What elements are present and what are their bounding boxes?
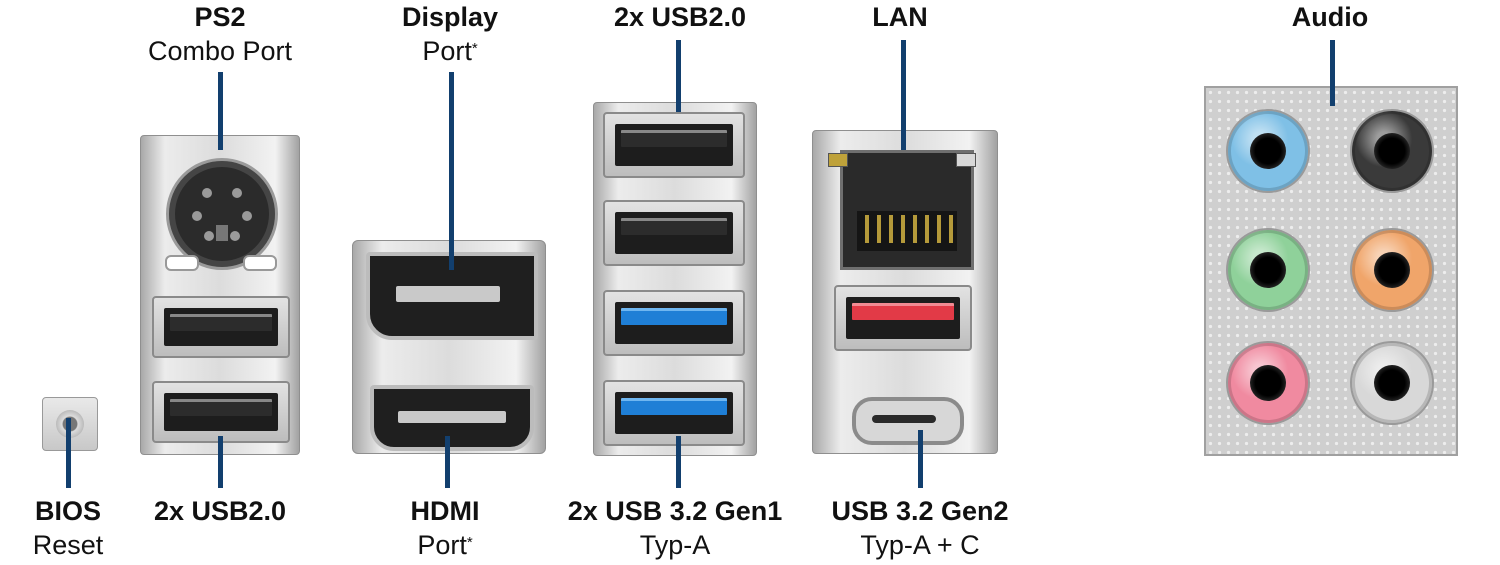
usb32g1-port-1-mouth: [615, 302, 733, 344]
rj45-contacts-icon: [857, 211, 957, 251]
ps2-pins-icon: [192, 188, 252, 241]
usb32g1-label: 2x USB 3.2 Gen1 Typ-A: [555, 494, 795, 562]
usb32g2-subtitle: Typ-A + C: [860, 530, 980, 560]
audio-jack-pink-hole: [1250, 365, 1286, 401]
usb32g2-typec-port[interactable]: [852, 397, 964, 445]
audio-jack-blue[interactable]: [1228, 111, 1308, 191]
usb32g1-port-2-tongue: [621, 398, 727, 415]
usb2-bottom-label: 2x USB2.0: [120, 494, 320, 528]
audio-jack-orange[interactable]: [1352, 230, 1432, 310]
lan-led-right: [956, 153, 976, 167]
audio-jack-gray[interactable]: [1352, 343, 1432, 423]
displayport-footnote-mark: *: [471, 40, 478, 57]
displayport-subtitle: Port*: [422, 36, 478, 66]
ps2-port: [166, 158, 278, 270]
usb32g1-leader-line: [676, 436, 681, 488]
hdmi-footnote-mark: *: [466, 534, 473, 551]
usb32g1-port-1-tongue: [621, 308, 727, 325]
usb32g2-title: USB 3.2 Gen2: [831, 496, 1009, 526]
usb2-port-upper[interactable]: [152, 296, 290, 358]
usb2-top-leader-line: [676, 40, 681, 112]
audio-jack-orange-hole: [1374, 252, 1410, 288]
usb2-top-port-2[interactable]: [603, 200, 745, 266]
hdmi-subtitle: Port*: [417, 530, 473, 560]
ps2-title: PS2: [194, 2, 246, 32]
displayport-label: Display Port*: [350, 0, 550, 68]
bios-leader-line: [66, 418, 71, 488]
usb32g2-leader-line: [918, 430, 923, 488]
hdmi-label: HDMI Port*: [345, 494, 545, 562]
lan-port[interactable]: [840, 150, 974, 270]
audio-jack-gray-hole: [1374, 365, 1410, 401]
usb32g2-typec-tongue: [872, 415, 936, 423]
usb2-port-upper-tongue: [170, 314, 272, 331]
usb32g2-typea-mouth: [846, 297, 960, 339]
usb2-port-lower-mouth: [164, 393, 278, 431]
hdmi-leader-line: [445, 436, 450, 488]
audio-jack-pink[interactable]: [1228, 343, 1308, 423]
audio-jack-black-hole: [1374, 133, 1410, 169]
hdmi-tongue: [398, 411, 506, 423]
bios-title: BIOS: [34, 496, 101, 526]
usb32g1-port-2-mouth: [615, 392, 733, 434]
ps2-leader-line: [218, 72, 223, 150]
usb2-top-title: 2x USB2.0: [613, 2, 747, 32]
usb2-port-upper-mouth: [164, 308, 278, 346]
usb2-top-port-2-mouth: [615, 212, 733, 254]
usb2-bottom-leader-line: [218, 436, 223, 488]
lan-label: LAN: [820, 0, 980, 34]
ps2-label: PS2 Combo Port: [120, 0, 320, 68]
audio-jack-black[interactable]: [1352, 111, 1432, 191]
ps2-mount-slot-left: [165, 255, 199, 271]
displayport-port[interactable]: [366, 252, 538, 340]
bios-label: BIOS Reset: [8, 494, 128, 562]
usb32g1-port-2[interactable]: [603, 380, 745, 446]
usb2-top-port-1-mouth: [615, 124, 733, 166]
usb32g1-title: 2x USB 3.2 Gen1: [567, 496, 783, 526]
usb2-port-lower-tongue: [170, 399, 272, 416]
usb2-top-label: 2x USB2.0: [580, 0, 780, 34]
bios-subtitle: Reset: [32, 530, 104, 560]
usb32g1-port-1[interactable]: [603, 290, 745, 356]
displayport-tongue: [396, 286, 500, 302]
lan-title: LAN: [872, 2, 928, 32]
ps2-subtitle: Combo Port: [147, 36, 293, 66]
usb32g1-subtitle: Typ-A: [639, 530, 711, 560]
displayport-title: Display: [401, 2, 499, 32]
audio-jack-blue-hole: [1250, 133, 1286, 169]
usb2-bottom-title: 2x USB2.0: [153, 496, 287, 526]
audio-title: Audio: [1291, 2, 1369, 32]
audio-leader-line: [1330, 40, 1335, 106]
usb2-port-lower[interactable]: [152, 381, 290, 443]
audio-label: Audio: [1250, 0, 1410, 34]
hdmi-port[interactable]: [370, 385, 534, 451]
usb2-top-port-2-tongue: [621, 218, 727, 235]
audio-jack-green-hole: [1250, 252, 1286, 288]
ps2-mount-slot-right: [243, 255, 277, 271]
lan-led-left: [828, 153, 848, 167]
hdmi-title: HDMI: [410, 496, 480, 526]
usb2-top-port-1[interactable]: [603, 112, 745, 178]
usb2-top-port-1-tongue: [621, 130, 727, 147]
displayport-leader-line: [449, 72, 454, 270]
usb32g2-typea-port[interactable]: [834, 285, 972, 351]
usb32g2-label: USB 3.2 Gen2 Typ-A + C: [810, 494, 1030, 562]
usb32g2-typea-tongue: [852, 303, 954, 320]
audio-jack-green[interactable]: [1228, 230, 1308, 310]
lan-leader-line: [901, 40, 906, 150]
